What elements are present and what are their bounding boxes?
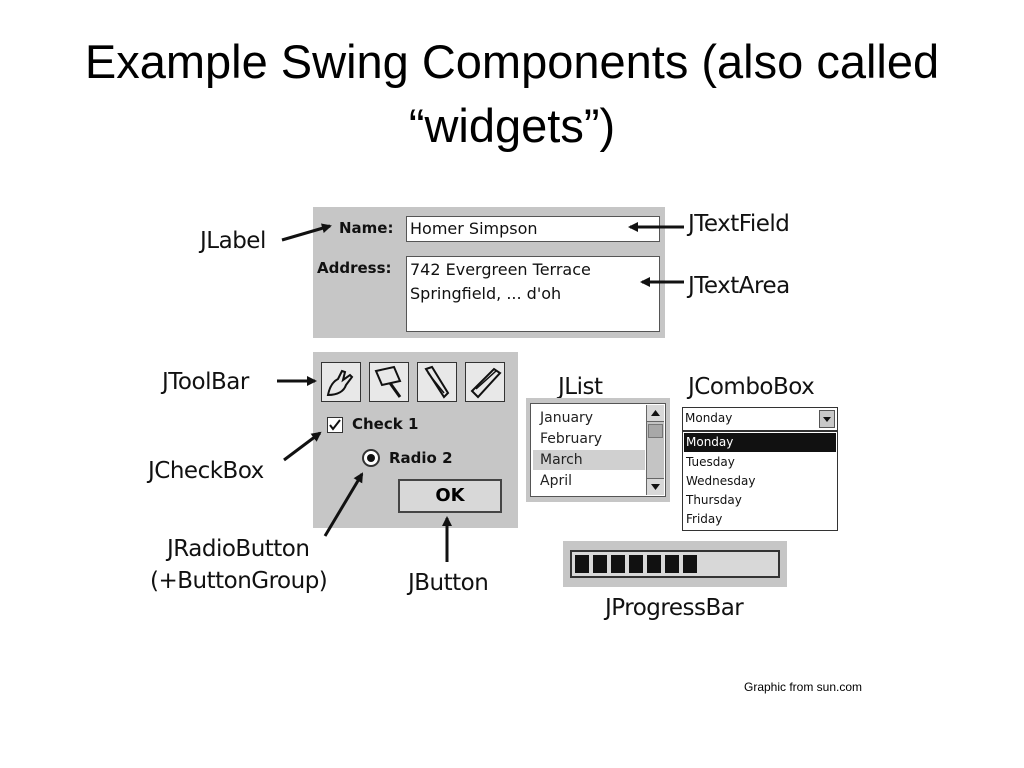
combo-option[interactable]: Wednesday [686, 474, 756, 488]
scroll-up-icon[interactable] [647, 405, 664, 422]
progress-segment [683, 555, 697, 573]
list-item[interactable]: January [540, 410, 594, 426]
ok-button[interactable]: OK [398, 479, 502, 513]
address-text-area[interactable]: 742 Evergreen Terrace Springfield, ... d… [406, 256, 660, 332]
list-panel: January February March April [526, 398, 670, 502]
credit-text: Graphic from sun.com [744, 680, 863, 694]
callout-jprogressbar: JProgressBar [605, 595, 744, 621]
callout-jradiobutton: JRadioButton [167, 536, 310, 562]
combo-option-highlighted[interactable]: Monday [684, 433, 836, 452]
callout-jcheckbox: JCheckBox [148, 458, 264, 484]
chevron-down-icon[interactable] [819, 410, 835, 428]
callout-jcombobox: JComboBox [688, 374, 815, 400]
combo-option[interactable]: Friday [686, 512, 723, 526]
address-line-2: Springfield, ... d'oh [410, 284, 562, 303]
progress-segment [575, 555, 589, 573]
list-item-selected[interactable]: March [533, 450, 645, 470]
hand-icon[interactable] [321, 362, 361, 402]
flag-icon[interactable] [369, 362, 409, 402]
name-text-field[interactable]: Homer Simpson [406, 216, 660, 242]
callout-buttongroup: (+ButtonGroup) [150, 568, 328, 594]
day-combo-box[interactable]: Monday [682, 407, 838, 431]
progress-panel [563, 541, 787, 587]
list-item[interactable]: February [540, 431, 603, 447]
arrow-jradiobutton [323, 472, 364, 537]
callout-jbutton: JButton [408, 570, 489, 596]
address-line-1: 742 Evergreen Terrace [410, 260, 591, 279]
name-label: Name: [339, 219, 394, 237]
list-scrollbar[interactable] [646, 405, 664, 495]
scroll-thumb[interactable] [648, 424, 663, 438]
radio-2-button[interactable] [362, 449, 380, 467]
name-value: Homer Simpson [410, 219, 538, 238]
progress-segment [593, 555, 607, 573]
scroll-down-icon[interactable] [647, 478, 664, 495]
progress-segment [611, 555, 625, 573]
progress-segment [629, 555, 643, 573]
arrow-jcheckbox [283, 431, 322, 462]
callout-jtoolbar: JToolBar [162, 369, 249, 395]
radio-2-label: Radio 2 [389, 449, 453, 467]
form-panel: Name: Homer Simpson Address: 742 Evergre… [313, 207, 665, 338]
radio-dot-icon [367, 454, 375, 462]
brush-icon[interactable] [465, 362, 505, 402]
progress-fill [575, 555, 697, 573]
check-1-checkbox[interactable] [327, 417, 343, 433]
combo-option[interactable]: Tuesday [686, 455, 735, 469]
callout-jlist: JList [558, 374, 603, 400]
check-1-label: Check 1 [352, 415, 419, 433]
list-item[interactable]: April [540, 473, 572, 489]
slide-title: Example Swing Components (also called “w… [84, 35, 940, 152]
progress-segment [647, 555, 661, 573]
callout-jlabel: JLabel [200, 228, 266, 254]
month-list[interactable]: January February March April [530, 403, 666, 497]
toolbar [321, 360, 511, 404]
check-icon [329, 419, 341, 431]
address-label: Address: [317, 259, 392, 277]
progress-bar [570, 550, 780, 578]
callout-jtextfield: JTextField [688, 211, 790, 237]
tool-icon[interactable] [417, 362, 457, 402]
combo-dropdown: Monday Tuesday Wednesday Thursday Friday [682, 431, 838, 531]
combo-value: Monday [685, 411, 733, 425]
combo-option[interactable]: Thursday [686, 493, 742, 507]
callout-jtextarea: JTextArea [688, 273, 790, 299]
arrow-jlabel [281, 223, 332, 242]
progress-segment [665, 555, 679, 573]
